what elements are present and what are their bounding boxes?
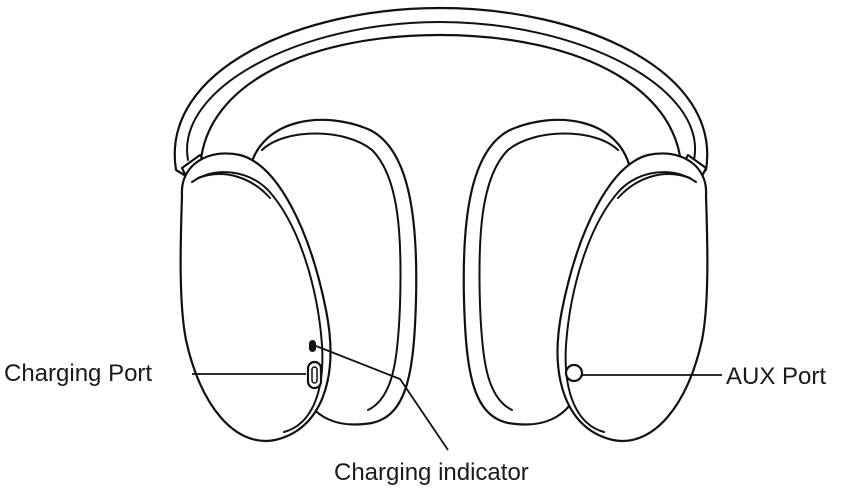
right-ear-cushion: [462, 118, 632, 426]
charging-indicator-leader: [315, 345, 449, 451]
left-earcup: [179, 118, 418, 443]
charging-indicator-label: Charging indicator: [334, 459, 529, 486]
usb-c-port-icon: [306, 360, 323, 390]
right-earcup: [462, 118, 709, 443]
left-ear-cushion: [248, 118, 418, 426]
left-ear-shell: [179, 152, 332, 443]
right-ear-shell: [556, 152, 709, 443]
aux-port-icon: [564, 363, 584, 383]
charging-port-label: Charging Port: [4, 360, 152, 387]
charging-indicator-led: [309, 340, 316, 352]
aux-port-label: AUX Port: [726, 363, 826, 390]
